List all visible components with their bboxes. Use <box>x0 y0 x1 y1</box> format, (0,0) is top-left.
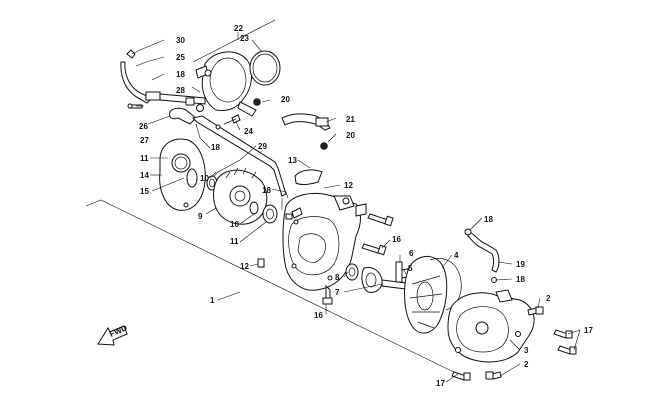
callout-9: 9 <box>198 212 203 221</box>
callout-11-a: 11 <box>140 154 149 163</box>
impeller-shaft-stack <box>345 255 462 334</box>
return-hose <box>281 113 331 186</box>
callout-30: 30 <box>176 36 185 45</box>
fwd-arrow: FWD <box>97 323 129 346</box>
callout-20-a: 20 <box>281 95 290 104</box>
thermostat-housing <box>195 50 281 125</box>
callout-17-b: 17 <box>436 379 445 388</box>
callout-18-e: 18 <box>516 275 525 284</box>
callout-19: 19 <box>516 260 525 269</box>
callout-3: 3 <box>524 346 529 355</box>
callout-13: 13 <box>288 156 297 165</box>
callout-16-a: 16 <box>392 235 401 244</box>
callout-18-d: 18 <box>484 215 493 224</box>
left-cover-assembly <box>159 138 278 225</box>
callout-18-c: 18 <box>262 186 271 195</box>
leader-lines <box>131 39 581 383</box>
callout-11-b: 11 <box>230 237 239 246</box>
pump-cover-right <box>447 228 577 381</box>
callout-15: 15 <box>140 187 149 196</box>
callout-1: 1 <box>210 296 215 305</box>
callout-25: 25 <box>176 53 185 62</box>
callout-2-b: 2 <box>524 360 529 369</box>
callout-12-a: 12 <box>344 181 353 190</box>
callout-21: 21 <box>346 115 355 124</box>
callout-27: 27 <box>140 136 149 145</box>
callout-10-b: 10 <box>230 220 239 229</box>
callout-14: 14 <box>140 171 149 180</box>
callout-28: 28 <box>176 86 185 95</box>
callout-7: 7 <box>335 288 340 297</box>
callout-22: 22 <box>234 24 243 33</box>
callout-24: 24 <box>244 127 253 136</box>
callout-4: 4 <box>454 251 459 260</box>
callout-5: 5 <box>408 264 413 273</box>
callout-29: 29 <box>258 142 267 151</box>
callout-8: 8 <box>335 273 340 282</box>
assembly-bracket-lines <box>85 19 471 381</box>
pump-housing-main <box>282 192 367 291</box>
callout-17-a: 17 <box>584 326 593 335</box>
callout-12-b: 12 <box>240 262 249 271</box>
upper-hose-assembly <box>120 49 287 197</box>
callout-18-b: 18 <box>211 143 220 152</box>
callout-6: 6 <box>409 249 414 258</box>
callout-labels: 30 25 18 28 26 27 18 22 23 20 24 21 20 2… <box>139 24 593 388</box>
callout-18-a: 18 <box>176 70 185 79</box>
callout-16-b: 16 <box>314 311 323 320</box>
callout-10-a: 10 <box>200 174 209 183</box>
callout-2-a: 2 <box>546 294 551 303</box>
callout-20-b: 20 <box>346 131 355 140</box>
callout-23: 23 <box>240 34 249 43</box>
callout-26: 26 <box>139 122 148 131</box>
bolts-left <box>257 213 394 305</box>
